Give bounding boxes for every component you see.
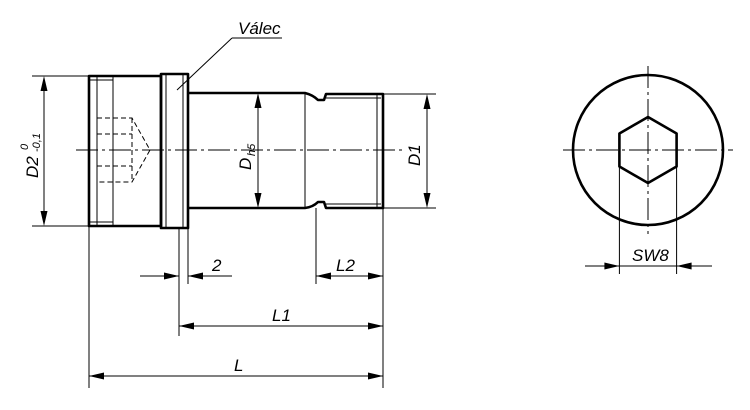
- D-tolerance: h5: [246, 143, 258, 156]
- D2-symbol: D2: [23, 156, 42, 178]
- dimension-D1: D1: [383, 93, 436, 209]
- dimension-L: L: [89, 356, 383, 380]
- D2-lower-tolerance: -0,1: [31, 133, 43, 152]
- dimension-gap: 2: [140, 256, 232, 280]
- collar: [159, 72, 190, 230]
- gap-label: 2: [211, 256, 222, 275]
- D1-label: D1: [405, 144, 424, 166]
- dimension-D: D h5: [236, 93, 262, 208]
- D2-upper-tolerance: 0: [19, 143, 31, 150]
- shaft-and-thread: [188, 91, 385, 210]
- hidden-hex-socket: [97, 117, 151, 183]
- SW-label: SW8: [632, 246, 669, 265]
- dimension-SW: SW8: [585, 166, 712, 274]
- L-label: L: [234, 356, 243, 375]
- callout-leader: [176, 37, 233, 91]
- dimension-D2: D2 0 -0,1: [19, 75, 89, 227]
- side-view: Válec D2 0 -0,1 D h5: [19, 19, 436, 388]
- L2-label: L2: [336, 256, 355, 275]
- end-view: SW8: [563, 66, 733, 274]
- dimension-L2: L2: [316, 256, 383, 280]
- D-symbol: D: [236, 158, 255, 170]
- head-body: [87, 74, 163, 228]
- dimension-L1: L1: [179, 306, 383, 330]
- callout-label: Válec: [238, 19, 281, 38]
- L1-label: L1: [272, 306, 291, 325]
